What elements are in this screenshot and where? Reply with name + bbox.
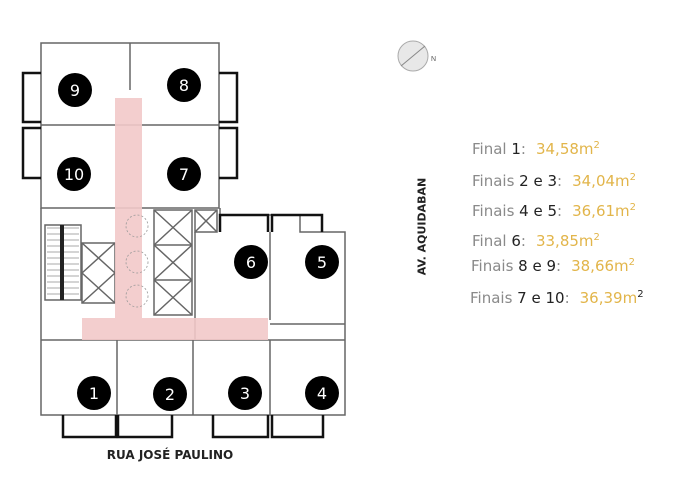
unit-marker-8: 8 — [167, 68, 201, 102]
area-row: Finais 2 e 3:34,04m2 — [472, 172, 637, 190]
unit-marker-circle — [305, 376, 339, 410]
avenue-label: AV. AQUIDABAN — [415, 177, 429, 276]
unit-number: 7 — [179, 165, 189, 184]
compass-icon — [397, 40, 429, 77]
unit-marker-circle — [57, 157, 91, 191]
unit-marker-circle — [58, 73, 92, 107]
area-row: Finais 7 e 10:36,39m2 — [470, 289, 644, 307]
unit-marker-4: 4 — [305, 376, 339, 410]
balconies — [21, 71, 325, 439]
unit-number: 8 — [179, 76, 189, 95]
unit-number: 2 — [165, 385, 175, 404]
area-row: Finais 8 e 9:38,66m2 — [471, 257, 636, 275]
unit-marker-3: 3 — [228, 376, 262, 410]
unit-marker-circle — [234, 245, 268, 279]
area-row: Finais 4 e 5:36,61m2 — [472, 202, 637, 220]
unit-number: 1 — [89, 384, 99, 403]
unit-marker-2: 2 — [153, 377, 187, 411]
unit-marker-9: 9 — [58, 73, 92, 107]
unit-marker-10: 10 — [57, 157, 91, 191]
unit-marker-circle — [153, 377, 187, 411]
unit-marker-circle — [167, 68, 201, 102]
street-label: RUA JOSÉ PAULINO — [106, 448, 234, 462]
unit-marker-circle — [167, 157, 201, 191]
unit-number: 6 — [246, 253, 256, 272]
unit-number: 5 — [317, 253, 327, 272]
unit-number: 4 — [317, 384, 327, 403]
unit-marker-circle — [77, 376, 111, 410]
unit-number: 3 — [240, 384, 250, 403]
compass-north-label: N — [431, 56, 437, 63]
unit-marker-7: 7 — [167, 157, 201, 191]
area-row: Final 6:33,85m2 — [472, 232, 600, 250]
unit-marker-1: 1 — [77, 376, 111, 410]
unit-marker-circle — [305, 245, 339, 279]
unit-marker-circle — [228, 376, 262, 410]
unit-number: 10 — [64, 165, 84, 184]
area-row: Final 1:34,58m2 — [472, 140, 600, 158]
unit-marker-5: 5 — [305, 245, 339, 279]
unit-marker-6: 6 — [234, 245, 268, 279]
unit-number: 9 — [70, 81, 80, 100]
